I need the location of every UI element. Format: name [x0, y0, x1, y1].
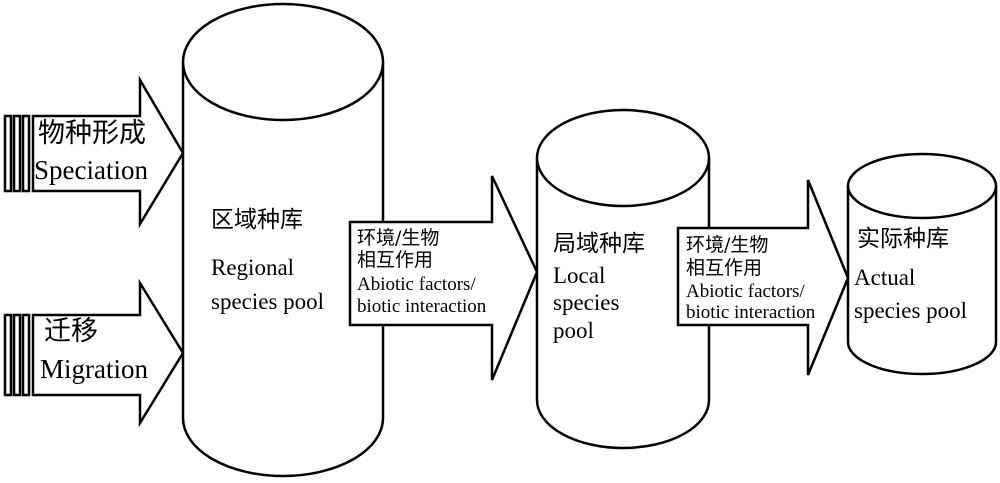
migration-en-label: Migration	[40, 354, 148, 384]
migration-arrow-body	[31, 278, 185, 428]
regional-pool-en-line1: Regional	[211, 255, 295, 280]
local-pool-en-line2: species	[553, 290, 620, 315]
filter1-cn-line2: 相互作用	[357, 249, 434, 271]
regional-cylinder-body	[181, 62, 385, 478]
regional-cylinder-top	[181, 2, 385, 122]
migration-cn-label: 迁移	[44, 316, 98, 347]
filter1-cn-line1: 环境/生物	[357, 227, 440, 249]
actual-pool-cylinder	[846, 152, 998, 376]
filter-arrow-2	[676, 179, 850, 376]
actual-cylinder-top	[846, 152, 998, 220]
filter-arrow-1	[348, 175, 539, 381]
speciation-tail-bar	[3, 114, 13, 193]
migration-tail-bar	[3, 313, 13, 397]
filter2-cn-line2: 相互作用	[686, 257, 763, 279]
migration-tail-bar	[21, 313, 31, 397]
local-pool-en-line1: Local	[553, 263, 606, 288]
actual-pool-cn-label: 实际种库	[857, 226, 949, 252]
regional-pool-cn-label: 区域种库	[211, 207, 303, 233]
local-pool-cylinder	[535, 108, 711, 450]
filter2-en-line2: biotic interaction	[686, 302, 816, 323]
speciation-en-label: Speciation	[34, 155, 148, 185]
actual-pool-en-line2: species pool	[854, 298, 968, 323]
local-cylinder-body	[535, 158, 711, 450]
migration-tail-bar	[12, 313, 22, 397]
actual-cylinder-body	[846, 186, 998, 376]
speciation-arrow	[3, 75, 185, 229]
actual-pool-en-line1: Actual	[854, 265, 916, 290]
local-pool-en-line3: pool	[553, 318, 594, 343]
speciation-cn-label: 物种形成	[38, 118, 146, 149]
filter1-en-line2: biotic interaction	[357, 296, 487, 317]
speciation-tail-bar	[12, 114, 22, 193]
speciation-tail-bar	[21, 114, 31, 193]
regional-pool-cylinder	[181, 2, 385, 478]
filter1-en-line1: Abiotic factors/	[357, 274, 476, 295]
local-pool-cn-label: 局域种库	[553, 231, 645, 257]
regional-pool-en-line2: species pool	[211, 289, 325, 314]
speciation-arrow-body	[31, 75, 185, 229]
local-cylinder-top	[535, 108, 711, 208]
migration-arrow	[3, 278, 185, 428]
filter2-cn-line1: 环境/生物	[686, 234, 769, 256]
filter2-en-line1: Abiotic factors/	[686, 281, 805, 302]
